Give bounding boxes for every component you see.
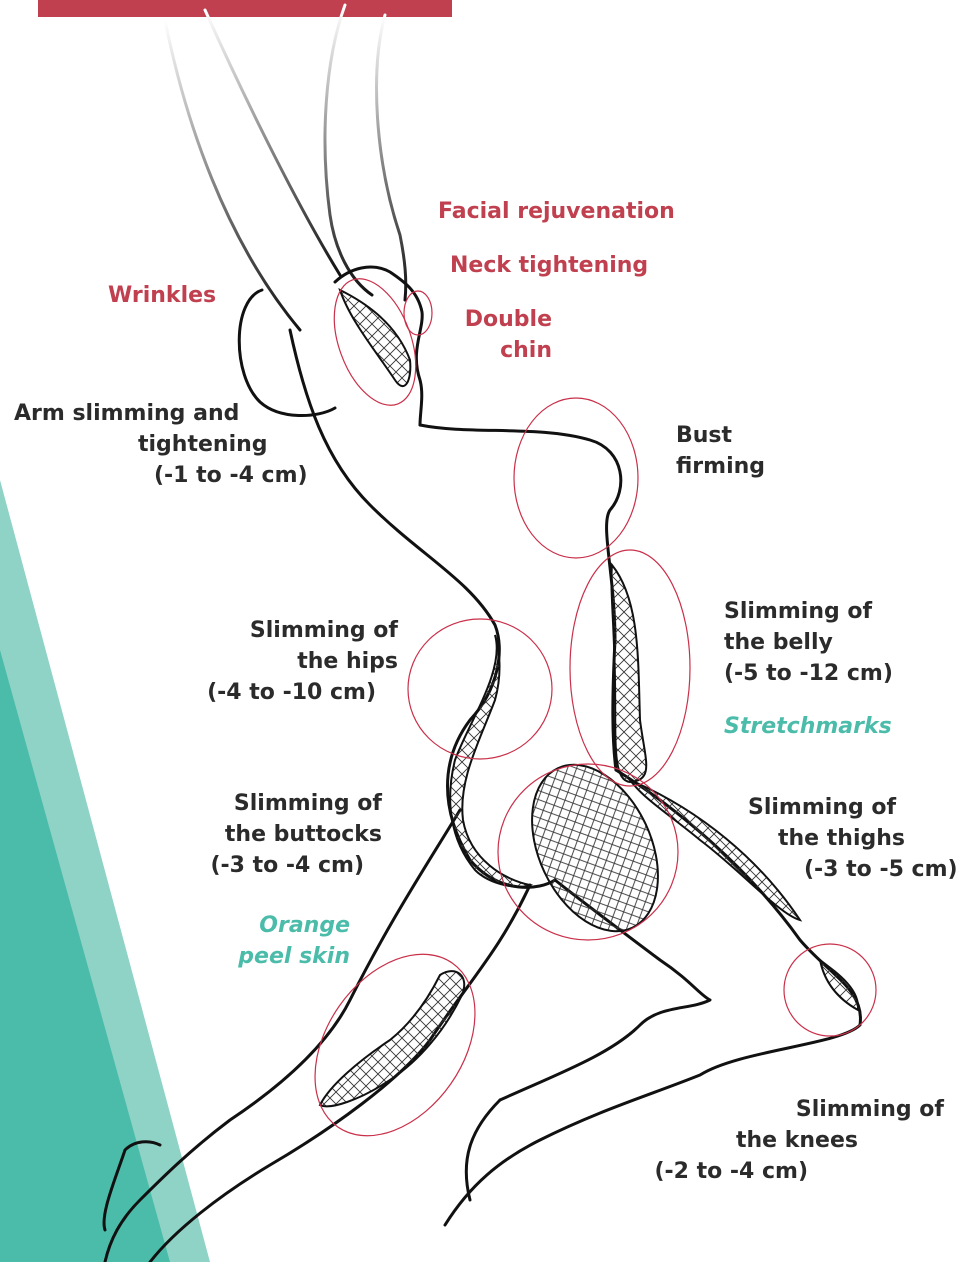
label-buttocks-slimming: Slimming of the buttocks (-3 to -4 cm) <box>196 788 382 881</box>
label-arm-line2: tightening <box>14 429 314 460</box>
label-orange-peel: Orange peel skin <box>196 910 350 972</box>
label-thighs-line2: the thighs <box>748 823 968 854</box>
top-banner <box>38 0 452 17</box>
label-knees-slimming: Slimming of the knees (-2 to -4 cm) <box>640 1094 944 1187</box>
label-stretchmarks: Stretchmarks <box>724 711 892 742</box>
label-belly-line1: Slimming of <box>724 596 893 627</box>
hatch-belly <box>611 565 646 782</box>
hatch-neck <box>340 290 410 386</box>
label-orange-peel-line2: peel skin <box>196 941 350 972</box>
label-hips-line3: (-4 to -10 cm) <box>196 677 398 708</box>
label-buttocks-line2: the buttocks <box>196 819 382 850</box>
label-belly-line2: the belly <box>724 627 893 658</box>
label-arm-line1: Arm slimming and <box>14 398 314 429</box>
label-knees-line2: the knees <box>640 1125 944 1156</box>
hatch-knee <box>820 960 858 1010</box>
label-knees-line1: Slimming of <box>640 1094 944 1125</box>
label-hips-line1: Slimming of <box>196 615 398 646</box>
hatch-buttocks <box>507 745 683 952</box>
label-thighs-line3: (-3 to -5 cm) <box>748 854 968 885</box>
label-orange-peel-line1: Orange <box>196 910 350 941</box>
label-double-chin-line1: Double <box>462 304 552 335</box>
label-thighs-line1: Slimming of <box>748 792 968 823</box>
label-bust-line2: firming <box>676 451 765 482</box>
label-buttocks-line3: (-3 to -4 cm) <box>196 850 382 881</box>
label-arm-slimming: Arm slimming and tightening (-1 to -4 cm… <box>14 398 314 491</box>
label-arm-line3: (-1 to -4 cm) <box>14 460 314 491</box>
label-double-chin: Double chin <box>462 304 552 366</box>
label-bust-line1: Bust <box>676 420 765 451</box>
label-belly-line3: (-5 to -12 cm) <box>724 658 893 689</box>
treated-zones <box>320 290 858 1106</box>
hatch-hips <box>450 635 530 887</box>
circle-knee <box>784 944 876 1036</box>
hatch-thigh-back <box>320 971 464 1106</box>
label-bust-firming: Bust firming <box>676 420 765 482</box>
label-hips-slimming: Slimming of the hips (-4 to -10 cm) <box>196 615 398 708</box>
label-buttocks-line1: Slimming of <box>196 788 382 819</box>
label-facial-rejuvenation: Facial rejuvenation <box>438 196 675 227</box>
label-knees-line3: (-2 to -4 cm) <box>640 1156 944 1187</box>
label-thighs-slimming: Slimming of the thighs (-3 to -5 cm) <box>748 792 968 885</box>
label-neck-tightening: Neck tightening <box>450 250 648 281</box>
label-hips-line2: the hips <box>196 646 398 677</box>
label-double-chin-line2: chin <box>462 335 552 366</box>
label-belly-slimming: Slimming of the belly (-5 to -12 cm) <box>724 596 893 689</box>
label-wrinkles: Wrinkles <box>108 280 216 311</box>
